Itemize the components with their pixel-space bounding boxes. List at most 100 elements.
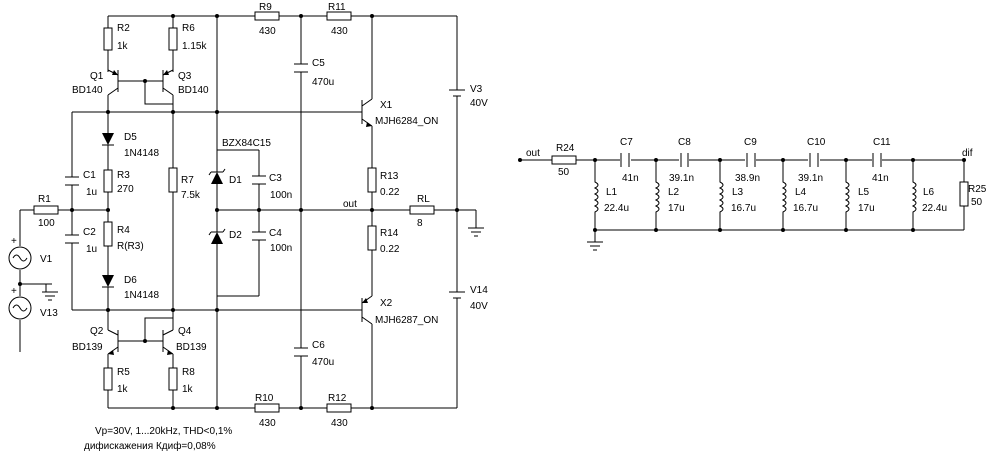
label-c7-value: 41n (622, 173, 639, 184)
transistor-x1 (361, 16, 373, 168)
transistor-q3 (162, 69, 174, 112)
label-r12-value: 430 (331, 418, 348, 429)
label-r6: R6 (182, 23, 195, 34)
label-c3-value: 100n (270, 190, 292, 201)
label-v14-value: 40V (470, 301, 488, 312)
label-c8: C8 (678, 137, 691, 148)
label-d6-value: 1N4148 (124, 290, 159, 301)
label-c5: C5 (312, 58, 325, 69)
label-filter-out: out (526, 148, 540, 159)
label-out: out (343, 199, 357, 210)
resistor-r1 (33, 205, 59, 215)
inductor-l6 (911, 160, 917, 230)
capacitor-c1 (65, 176, 79, 186)
resistor-r2 (103, 27, 113, 51)
inductor-l2 (654, 160, 660, 230)
label-r13: R13 (380, 171, 399, 182)
label-x2: X2 (380, 298, 393, 309)
capacitor-c7 (620, 153, 630, 167)
label-c10-value: 39.1n (798, 173, 823, 184)
label-q2-value: BD139 (72, 342, 103, 353)
resistor-r10 (254, 403, 280, 413)
label-c4: C4 (269, 228, 282, 239)
label-c8-value: 39.1n (669, 173, 694, 184)
resistor-r13 (367, 167, 377, 193)
resistor-rl (409, 205, 435, 215)
capacitor-c5 (294, 63, 308, 73)
capacitor-c6 (294, 347, 308, 357)
label-d5-value: 1N4148 (124, 148, 159, 159)
filter-labels: out R24 50 C7 41n C8 39.1n C9 38.9n C10 … (526, 137, 987, 214)
label-l2: L2 (668, 187, 680, 198)
label-bzx: BZX84C15 (222, 138, 271, 149)
capacitor-c8 (680, 153, 689, 167)
amplifier-labels: R2 1k R6 1.15k R9 430 R11 430 Q1 BD140 Q… (38, 2, 488, 452)
label-l3: L3 (732, 187, 744, 198)
label-l4: L4 (795, 187, 807, 198)
label-c10: C10 (807, 137, 826, 148)
label-rl: RL (417, 194, 430, 205)
label-l1-value: 22.4u (604, 203, 629, 214)
resistor-r24 (551, 155, 577, 165)
label-r14: R14 (380, 228, 399, 239)
label-c3: C3 (269, 173, 282, 184)
label-c4-value: 100n (270, 243, 292, 254)
label-q2: Q2 (90, 326, 104, 337)
label-r8: R8 (182, 367, 195, 378)
label-q4: Q4 (178, 326, 192, 337)
diode-d6 (102, 275, 114, 287)
filter-ground (587, 230, 603, 251)
label-c9-value: 38.9n (735, 173, 760, 184)
label-l5-value: 17u (858, 203, 875, 214)
resistor-r25 (959, 181, 969, 207)
label-l6: L6 (923, 187, 935, 198)
resistor-r4 (103, 221, 113, 247)
label-r2-value: 1k (117, 41, 129, 52)
label-c2-value: 1u (86, 244, 97, 255)
inductor-l3 (718, 160, 724, 230)
resistor-r14 (367, 225, 377, 251)
resistor-r6 (168, 27, 178, 51)
transistor-x2 (361, 295, 373, 408)
label-v3: V3 (470, 84, 483, 95)
label-r24: R24 (556, 143, 575, 154)
filter-circuit: out R24 50 C7 41n C8 39.1n C9 38.9n C10 … (518, 137, 987, 251)
label-c1: C1 (83, 170, 96, 181)
label-c11-value: 41n (872, 173, 889, 184)
capacitor-c3 (252, 175, 266, 185)
label-c6: C6 (312, 340, 325, 351)
label-l3-value: 16.7u (731, 203, 756, 214)
resistor-r9 (254, 11, 280, 21)
label-v13: V13 (40, 308, 58, 319)
label-r7: R7 (181, 175, 194, 186)
label-r3-value: 270 (117, 184, 134, 195)
label-q3: Q3 (178, 71, 192, 82)
amplifier-circuit: + + (8, 2, 488, 452)
label-c5-value: 470u (312, 77, 334, 88)
label-r10: R10 (255, 393, 274, 404)
label-d5: D5 (124, 132, 137, 143)
label-x1-value: MJH6284_ON (375, 116, 438, 127)
label-r11-value: 430 (331, 26, 348, 37)
label-v1: V1 (40, 254, 53, 265)
source-v1 (8, 246, 32, 270)
label-r4: R4 (117, 225, 130, 236)
capacitor-c10 (809, 153, 819, 167)
label-v14: V14 (470, 285, 488, 296)
label-d6: D6 (124, 275, 137, 286)
diode-d5 (102, 133, 114, 145)
svg-text:+: + (11, 286, 17, 297)
label-c1-value: 1u (86, 187, 97, 198)
label-l2-value: 17u (668, 203, 685, 214)
transistor-q2 (107, 310, 119, 368)
resistor-r7 (168, 167, 178, 193)
capacitor-c9 (746, 153, 756, 167)
label-q4-value: BD139 (176, 342, 207, 353)
label-r6-value: 1.15k (182, 41, 207, 52)
battery-v3-v14 (449, 16, 465, 408)
resistor-r3 (103, 169, 113, 193)
inductor-l4 (781, 160, 787, 230)
svg-text:+: + (11, 236, 17, 247)
label-r3: R3 (117, 170, 130, 181)
label-r25: R25 (968, 184, 987, 195)
